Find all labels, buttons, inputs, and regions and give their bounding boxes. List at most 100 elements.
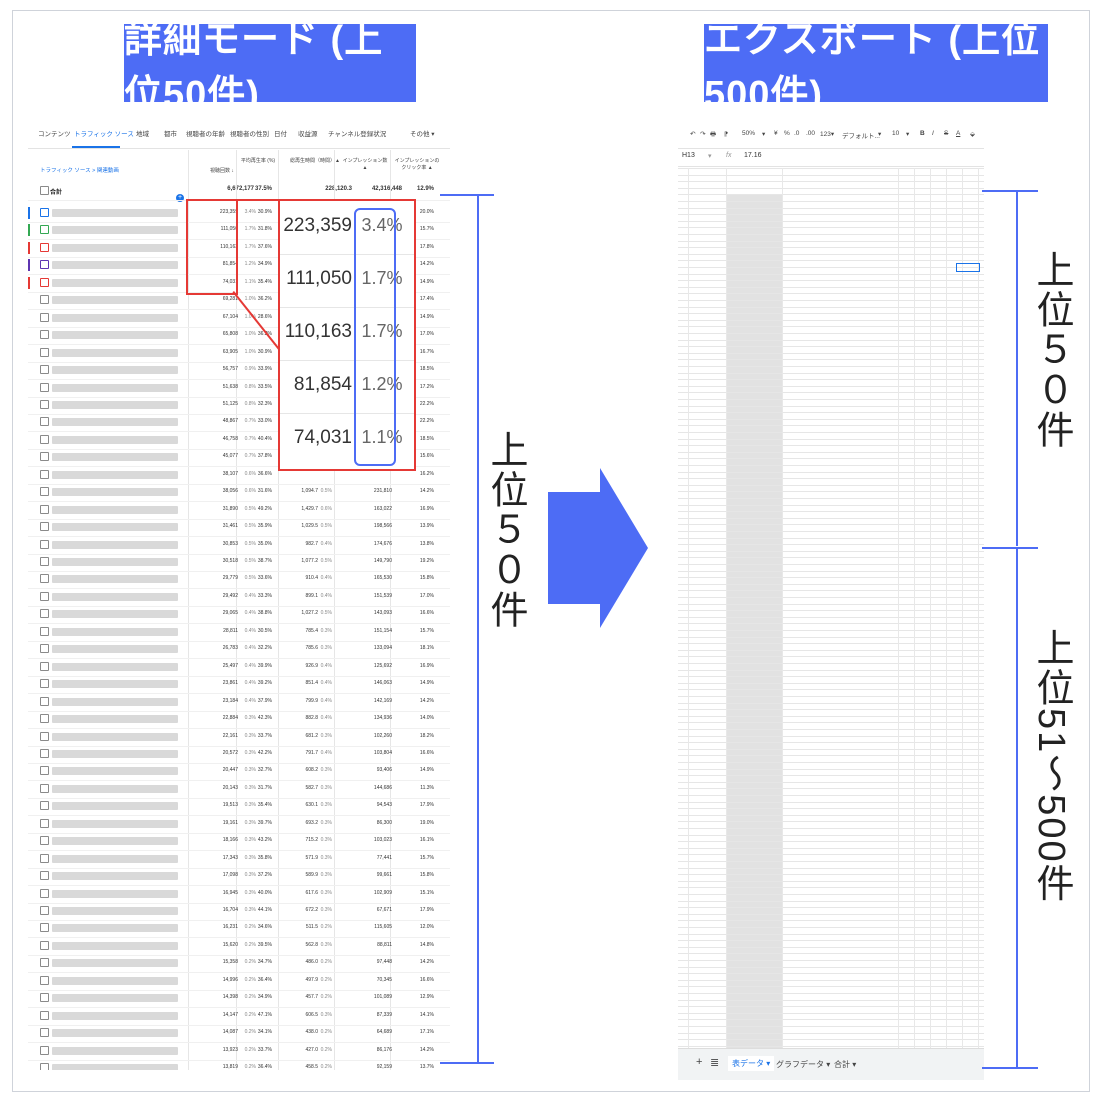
video-title-redacted[interactable]: [52, 959, 178, 968]
video-title-redacted[interactable]: [52, 226, 178, 235]
video-title-redacted[interactable]: [52, 697, 178, 706]
row-checkbox[interactable]: [40, 626, 49, 636]
row-checkbox[interactable]: [40, 295, 49, 305]
video-title-redacted[interactable]: [52, 575, 178, 584]
header-views[interactable]: 視聴回数 ↓: [210, 168, 234, 174]
row-checkbox[interactable]: [40, 993, 49, 1003]
video-title-redacted[interactable]: [52, 662, 178, 671]
selected-cell[interactable]: [956, 263, 980, 272]
video-title-redacted[interactable]: [52, 435, 178, 444]
row-checkbox[interactable]: [40, 714, 49, 724]
row-checkbox[interactable]: [40, 888, 49, 898]
percent-icon[interactable]: %: [784, 130, 790, 137]
tab-more[interactable]: その他 ▾: [410, 131, 435, 138]
video-title-redacted[interactable]: [52, 592, 178, 601]
video-title-redacted[interactable]: [52, 209, 178, 217]
video-title-redacted[interactable]: [52, 1064, 178, 1070]
video-title-redacted[interactable]: [52, 627, 178, 636]
video-title-redacted[interactable]: [52, 872, 178, 881]
row-checkbox[interactable]: [40, 434, 49, 444]
tab-traffic-source[interactable]: トラフィック ソース: [74, 131, 134, 138]
video-title-redacted[interactable]: [52, 784, 178, 793]
video-title-redacted[interactable]: [52, 819, 178, 828]
video-title-redacted[interactable]: [52, 313, 178, 322]
row-checkbox[interactable]: [40, 679, 49, 689]
row-checkbox[interactable]: [40, 1010, 49, 1020]
video-title-redacted[interactable]: [52, 767, 178, 776]
row-checkbox[interactable]: [40, 452, 49, 462]
video-title-redacted[interactable]: [52, 837, 178, 846]
paint-format-icon[interactable]: ⁋: [724, 131, 729, 138]
video-title-redacted[interactable]: [52, 540, 178, 549]
video-title-redacted[interactable]: [52, 383, 178, 392]
row-checkbox[interactable]: [40, 923, 49, 933]
video-title-redacted[interactable]: [52, 558, 178, 566]
row-checkbox[interactable]: [40, 277, 49, 287]
row-checkbox[interactable]: [40, 975, 49, 985]
video-title-redacted[interactable]: [52, 1011, 178, 1020]
row-checkbox[interactable]: [40, 644, 49, 654]
increase-decimal-icon[interactable]: .00: [806, 130, 816, 137]
row-checkbox[interactable]: [40, 574, 49, 584]
video-title-redacted[interactable]: [52, 505, 178, 514]
row-checkbox[interactable]: [40, 330, 49, 340]
tab-viewer-gender[interactable]: 視聴者の性別: [230, 131, 269, 138]
redo-icon[interactable]: ↷: [700, 131, 706, 138]
video-title-redacted[interactable]: [52, 418, 178, 427]
row-checkbox[interactable]: [40, 801, 49, 811]
video-title-redacted[interactable]: [52, 523, 178, 532]
row-checkbox[interactable]: [40, 940, 49, 950]
fill-color-icon[interactable]: ⬙: [970, 131, 975, 138]
text-color-icon[interactable]: A: [956, 130, 961, 137]
row-checkbox[interactable]: [40, 417, 49, 427]
row-checkbox[interactable]: [40, 469, 49, 479]
tab-subscription-status[interactable]: チャンネル登録状況: [328, 131, 387, 138]
video-title-redacted[interactable]: [52, 400, 178, 409]
zoom-select[interactable]: 50%: [742, 130, 756, 137]
header-ctr[interactable]: インプレッションのクリック率 ▲: [394, 158, 440, 171]
row-checkbox[interactable]: [40, 539, 49, 549]
row-checkbox[interactable]: [40, 399, 49, 409]
row-checkbox[interactable]: [40, 1028, 49, 1038]
row-checkbox[interactable]: [40, 522, 49, 532]
italic-icon[interactable]: I: [932, 130, 934, 137]
row-checkbox[interactable]: [40, 347, 49, 357]
row-checkbox[interactable]: [40, 766, 49, 776]
tab-city[interactable]: 都市: [164, 131, 177, 138]
video-title-redacted[interactable]: [52, 1029, 178, 1038]
row-checkbox[interactable]: [40, 557, 49, 566]
video-title-redacted[interactable]: [52, 1046, 178, 1055]
video-title-redacted[interactable]: [52, 348, 178, 357]
all-sheets-icon[interactable]: ≣: [710, 1057, 720, 1069]
row-checkbox[interactable]: [40, 382, 49, 392]
row-checkbox[interactable]: [40, 208, 49, 217]
breadcrumb[interactable]: トラフィック ソース > 関連動画: [40, 168, 119, 174]
row-checkbox[interactable]: [40, 591, 49, 601]
row-checkbox[interactable]: [40, 696, 49, 706]
cell-reference[interactable]: H13: [682, 152, 695, 159]
row-checkbox[interactable]: [40, 1063, 49, 1070]
